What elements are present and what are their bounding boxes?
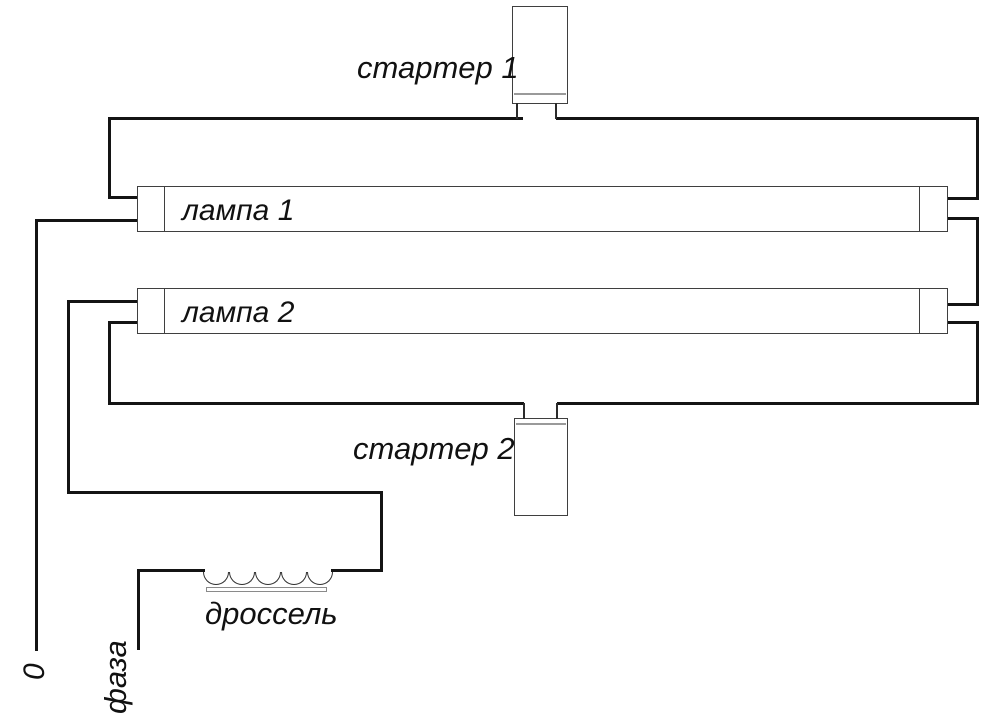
choke-core-bar bbox=[206, 587, 327, 592]
starter2-label: стартер 2 bbox=[353, 431, 515, 466]
starter1-lead-right bbox=[555, 103, 557, 119]
wire-choke-down-vertical bbox=[380, 491, 383, 572]
choke-coil-arc bbox=[229, 572, 255, 585]
wire-choke-left bbox=[137, 569, 205, 572]
wire-lamp1-right-bottom-pin bbox=[948, 217, 979, 220]
choke-label: дроссель bbox=[205, 596, 338, 631]
lamp2-tube bbox=[137, 288, 948, 334]
lamp1-right-electrode-divider bbox=[919, 187, 920, 231]
wire-choke-right bbox=[331, 569, 383, 572]
lamp1-tube bbox=[137, 186, 948, 232]
neutral-label: 0 bbox=[18, 663, 51, 680]
choke-coil-arc bbox=[307, 572, 333, 585]
starter1-lead-left bbox=[516, 103, 518, 119]
phase-label: фаза bbox=[98, 640, 133, 714]
choke-coil-arc bbox=[203, 572, 229, 585]
starter1-body bbox=[512, 6, 568, 104]
wire-top-right bbox=[556, 117, 979, 120]
starter2-body bbox=[514, 418, 568, 516]
wire-lamp2-right-top-pin bbox=[948, 303, 979, 306]
starter1-label: стартер 1 bbox=[357, 50, 519, 85]
wire-lamp1-right-top-pin bbox=[948, 197, 979, 200]
starter2-lead-left bbox=[523, 403, 525, 419]
wire-lamp2-bottom-left-vertical bbox=[108, 321, 111, 405]
lamp1-label: лампа 1 bbox=[182, 194, 295, 227]
wire-lamp2-right-bottom-pin bbox=[948, 321, 979, 324]
wire-lamp1-left-top-pin bbox=[108, 196, 137, 199]
wire-right-vertical-1 bbox=[976, 117, 979, 200]
wire-lamp2-left-bottom-pin bbox=[108, 321, 137, 324]
wire-right-vertical-3 bbox=[976, 321, 979, 405]
wire-neutral-vertical bbox=[35, 219, 38, 651]
wire-lamp1-left-bottom-pin bbox=[35, 219, 137, 222]
starter2-cap-line bbox=[516, 423, 566, 425]
wire-lamp2-top-left-vertical bbox=[67, 300, 70, 494]
choke-coil bbox=[203, 572, 333, 586]
starter2-lead-right bbox=[556, 403, 558, 419]
wire-top-left bbox=[108, 117, 523, 120]
choke-coil-arc bbox=[281, 572, 307, 585]
wire-choke-branch bbox=[67, 491, 383, 494]
starter1-cap-line bbox=[514, 93, 566, 95]
wire-right-vertical-2 bbox=[976, 217, 979, 306]
wire-phase-vertical bbox=[137, 569, 140, 650]
wire-left-top-vertical bbox=[108, 117, 111, 199]
wire-lamp2-left-top-pin bbox=[67, 300, 137, 303]
wire-bottom-left bbox=[108, 402, 524, 405]
lamp2-right-electrode-divider bbox=[919, 289, 920, 333]
lamp2-label: лампа 2 bbox=[182, 296, 295, 329]
lamp1-left-electrode-divider bbox=[164, 187, 165, 231]
choke-coil-arc bbox=[255, 572, 281, 585]
lamp2-left-electrode-divider bbox=[164, 289, 165, 333]
wire-bottom-right bbox=[557, 402, 979, 405]
